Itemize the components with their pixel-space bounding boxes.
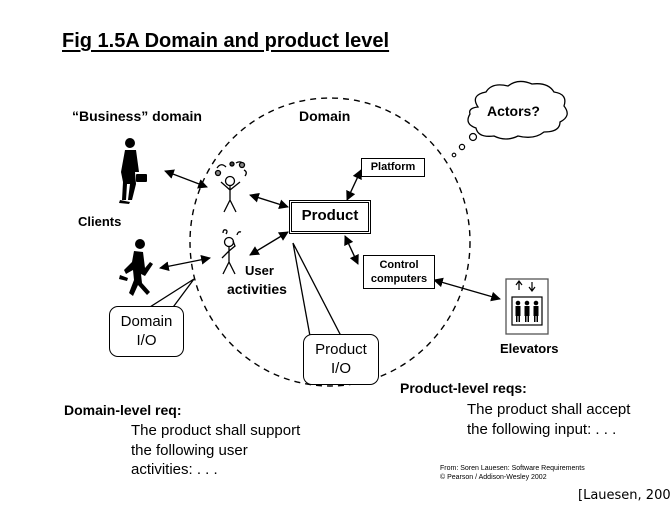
arrow-runner-user [159, 254, 211, 272]
business-domain-label: “Business” domain [72, 108, 202, 124]
arrow-product-control [344, 235, 359, 265]
arrow-control-elevators [433, 277, 501, 302]
control-label-line2: computers [370, 273, 428, 285]
user-activities-label-line2: activities [227, 281, 287, 297]
product-req-line2: the following input: . . . [467, 421, 617, 438]
product-io-callout: Product I/O [303, 334, 379, 385]
platform-box: Platform [361, 158, 425, 177]
person-running-icon [119, 239, 153, 296]
credit-line1: From: Soren Lauesen: Software Requiremen… [440, 465, 585, 472]
product-io-pointer [292, 242, 343, 337]
control-label-line1: Control [379, 259, 419, 271]
product-io-line1: Product [315, 341, 367, 358]
actors-label: Actors? [487, 103, 540, 119]
product-req-heading: Product-level reqs: [400, 380, 527, 396]
domain-io-line1: Domain [120, 313, 173, 330]
person-walking-briefcase-icon [119, 138, 147, 204]
domain-io-callout: Domain I/O [109, 306, 184, 357]
elevators-label: Elevators [500, 341, 559, 356]
control-computers-box: Control computers [363, 255, 435, 289]
domain-req-line1: The product shall support [131, 422, 301, 439]
user-juggling-icon [214, 161, 247, 213]
arrow-client-user [164, 169, 208, 189]
page-title: Fig 1.5A Domain and product level [62, 30, 390, 52]
arrow-thinker-product [249, 231, 289, 256]
domain-io-line2: I/O [136, 332, 157, 349]
domain-req-heading: Domain-level req: [64, 402, 182, 418]
arrow-product-platform [346, 169, 362, 201]
platform-label: Platform [370, 161, 416, 173]
thought-cloud-icon [451, 80, 568, 158]
product-label: Product [301, 207, 359, 224]
domain-req-line2: the following user [131, 442, 248, 459]
elevator-icon [505, 278, 549, 335]
product-io-line2: I/O [330, 360, 351, 377]
arrow-juggler-product [249, 192, 289, 210]
domain-label: Domain [299, 108, 351, 124]
citation: [Lauesen, 200 [578, 488, 671, 503]
credit-line2: © Pearson / Addison-Wesley 2002 [440, 474, 547, 481]
domain-req-line3: activities: . . . [131, 461, 218, 478]
clients-label: Clients [78, 214, 122, 229]
product-req-line1: The product shall accept [467, 401, 631, 418]
domain-boundary [189, 97, 471, 387]
product-box: Product [289, 200, 371, 234]
user-thinking-icon [221, 229, 242, 275]
user-activities-label-line1: User [245, 263, 274, 278]
